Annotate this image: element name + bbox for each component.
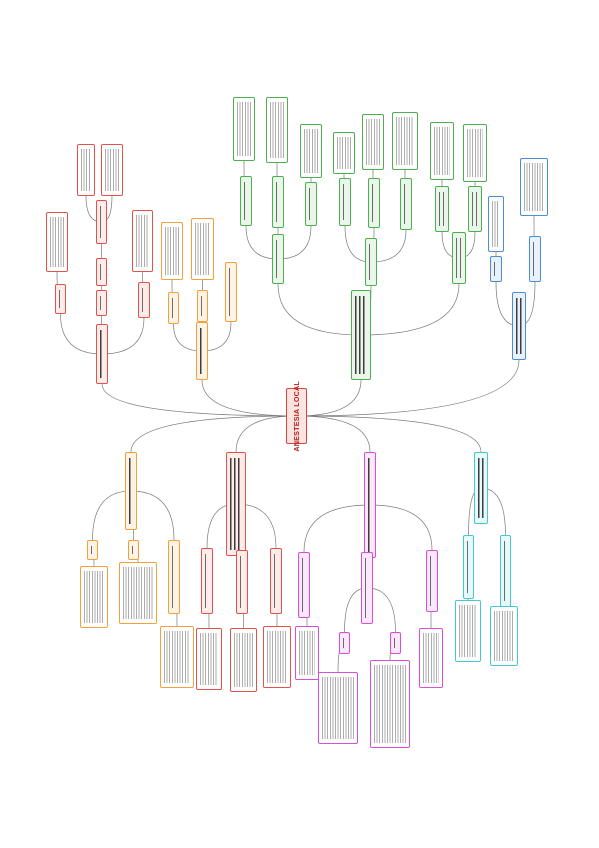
connector-line — [360, 283, 460, 336]
note-box-red — [46, 212, 68, 272]
subtopic-red — [96, 290, 107, 316]
note-box-green — [300, 124, 322, 178]
main-topic-orange — [125, 452, 137, 530]
note-box-cyan — [490, 606, 518, 666]
connector-line — [296, 415, 371, 453]
note-box-green — [333, 132, 355, 174]
main-topic-magenta — [364, 452, 376, 558]
note-box-green — [233, 97, 255, 161]
subtopic-red — [138, 282, 150, 318]
subtopic-cyan — [500, 535, 511, 607]
note-box-red — [230, 628, 257, 692]
subtopic-green — [368, 178, 380, 228]
subtopic-red — [236, 550, 248, 614]
subtopic-orange — [168, 292, 179, 324]
main-topic-orange — [196, 322, 208, 380]
note-box-green — [463, 124, 487, 182]
subtopic-red — [270, 548, 282, 614]
subtopic-green — [305, 182, 317, 226]
note-box-orange — [191, 218, 214, 280]
subtopic-green — [339, 178, 351, 226]
subtopic-magenta — [426, 550, 438, 612]
note-box-red — [77, 144, 95, 196]
main-topic-red — [226, 452, 246, 556]
subtopic-magenta — [361, 552, 373, 624]
subtopic-orange — [225, 262, 237, 322]
subtopic-green — [240, 176, 252, 226]
subtopic-red — [55, 284, 66, 314]
note-box-magenta — [370, 660, 410, 748]
main-topic-blue — [512, 292, 526, 360]
note-box-cyan — [455, 600, 481, 662]
subtopic-green — [435, 186, 449, 232]
main-topic-green — [351, 290, 371, 380]
subtopic-green — [400, 178, 412, 230]
subtopic-cyan — [463, 535, 474, 599]
subtopic-green — [452, 232, 466, 284]
subtopic-blue — [529, 236, 541, 282]
subtopic-green — [272, 234, 284, 284]
note-box-red — [132, 210, 153, 272]
subtopic-green — [272, 176, 284, 228]
note-box-blue — [520, 158, 548, 216]
note-box-green — [430, 122, 454, 180]
subtopic-magenta — [339, 632, 350, 654]
note-box-magenta — [419, 628, 443, 688]
connector-line — [101, 317, 145, 355]
subtopic-orange — [168, 540, 180, 614]
subtopic-green — [468, 186, 482, 232]
connector-line — [277, 283, 362, 336]
note-box-green — [362, 114, 384, 170]
note-box-orange — [119, 562, 157, 624]
connector-line — [101, 383, 297, 417]
note-box-blue — [488, 196, 504, 252]
subtopic-green — [365, 238, 377, 286]
connector-line — [130, 415, 297, 453]
connector-line — [303, 504, 371, 553]
connector-line — [369, 504, 433, 551]
note-box-red — [263, 626, 291, 688]
connector-line — [201, 379, 297, 417]
main-topic-cyan — [474, 452, 488, 524]
connector-line — [130, 490, 175, 541]
subtopic-blue — [490, 256, 502, 282]
main-topic-red — [96, 324, 108, 384]
central-topic: ANESTESIA LOCAL — [286, 381, 307, 451]
subtopic-magenta — [390, 632, 401, 654]
connector-line — [92, 490, 132, 541]
subtopic-red — [96, 258, 107, 286]
note-box-orange — [160, 626, 194, 688]
note-box-green — [392, 112, 418, 170]
subtopic-orange — [197, 290, 208, 322]
note-box-orange — [161, 222, 183, 280]
central-topic-label: ANESTESIA LOCAL — [292, 380, 301, 452]
connector-line — [296, 359, 520, 417]
note-box-red — [196, 628, 222, 690]
subtopic-red — [96, 200, 107, 244]
connector-line — [296, 415, 482, 453]
subtopic-orange — [128, 540, 139, 560]
subtopic-red — [201, 548, 213, 614]
note-box-orange — [80, 566, 108, 628]
connector-line — [235, 415, 297, 453]
subtopic-magenta — [298, 552, 310, 618]
note-box-magenta — [295, 626, 319, 680]
subtopic-orange — [87, 540, 98, 560]
note-box-magenta — [318, 672, 358, 744]
note-box-green — [266, 97, 288, 163]
note-box-red — [101, 144, 123, 196]
connector-line — [60, 313, 103, 355]
